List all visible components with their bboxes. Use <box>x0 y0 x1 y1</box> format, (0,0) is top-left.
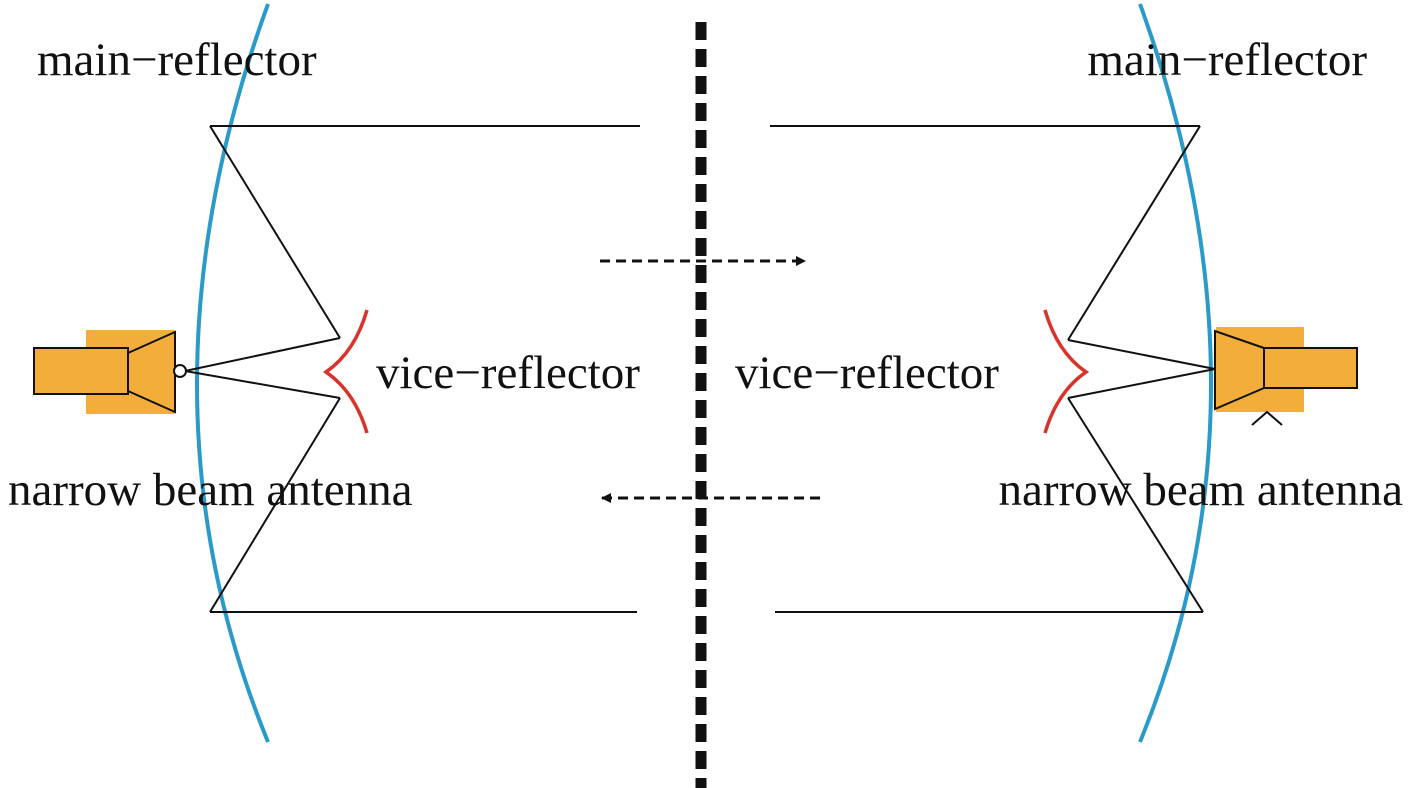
label-narrow-beam-left: narrow beam antenna <box>8 464 413 516</box>
label-vice-reflector-right: vice−reflector <box>735 347 999 399</box>
antenna-right-icon <box>1214 327 1358 426</box>
main-reflector-left <box>195 3 270 743</box>
antenna-left-icon <box>33 330 187 414</box>
main-reflector-right <box>1138 3 1213 743</box>
ray-paths-left <box>184 125 640 613</box>
label-vice-reflector-left: vice−reflector <box>376 347 640 399</box>
label-narrow-beam-right: narrow beam antenna <box>998 464 1403 516</box>
vice-reflector-left <box>322 309 369 434</box>
vice-reflector-right <box>1043 309 1090 434</box>
label-main-reflector-right: main−reflector <box>1087 34 1367 86</box>
ray-paths-right <box>770 125 1216 613</box>
label-main-reflector-left: main−reflector <box>37 34 317 86</box>
